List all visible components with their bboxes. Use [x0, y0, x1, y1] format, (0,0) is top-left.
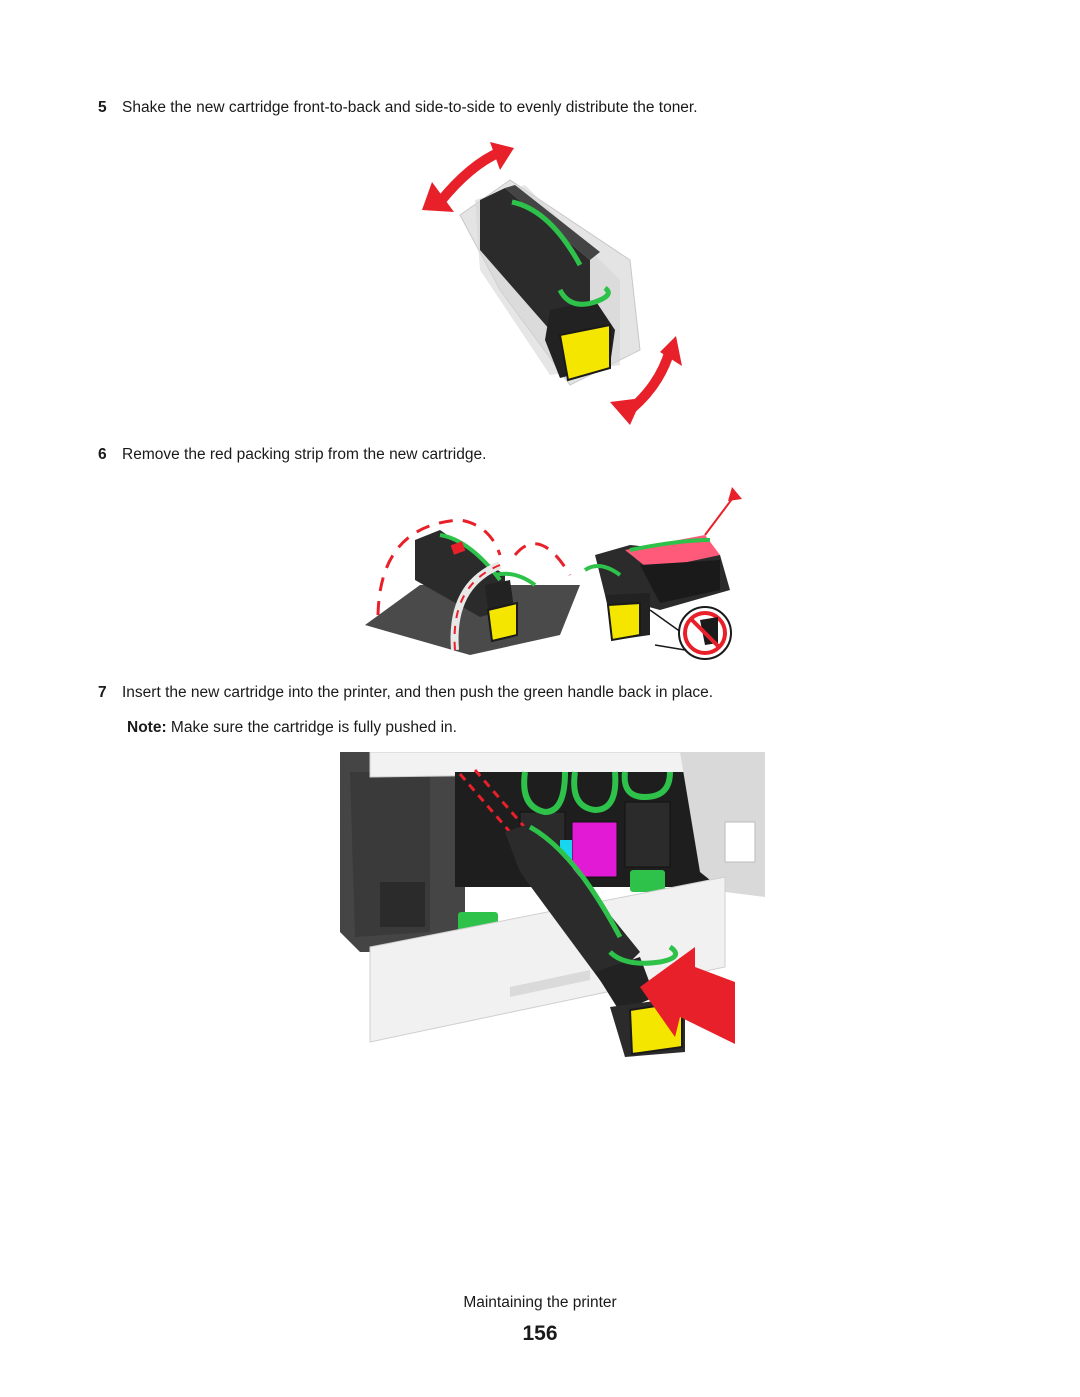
do-not-touch-icon: [678, 606, 732, 660]
step-number: 5: [98, 99, 107, 116]
step-5: 5 Shake the new cartridge front-to-back a…: [98, 98, 698, 118]
push-arrow: [640, 947, 735, 1044]
note-text: Make sure the cartridge is fully pushed …: [166, 719, 457, 736]
insert-cartridge-illustration: [340, 752, 765, 1057]
shake-arrow-top: [422, 142, 514, 212]
footer-section-text: Maintaining the printer: [463, 1294, 617, 1311]
note-label: Note:: [127, 719, 167, 736]
step-6: 6 Remove the red packing strip from the n…: [98, 445, 486, 465]
step-text: Shake the new cartridge front-to-back an…: [122, 99, 698, 116]
step-7: 7 Insert the new cartridge into the print…: [98, 683, 713, 703]
page-number: 156: [522, 1322, 558, 1345]
step-text: Insert the new cartridge into the printe…: [122, 684, 714, 701]
new-cartridge: [505, 822, 685, 1057]
footer-section-title: Maintaining the printer: [0, 1294, 1080, 1312]
step-number: 7: [98, 684, 107, 701]
note: Note: Make sure the cartridge is fully p…: [127, 718, 457, 738]
shake-cartridge-illustration: [422, 142, 682, 425]
step-text: Remove the red packing strip from the ne…: [122, 446, 487, 463]
shake-arrow-bottom: [610, 336, 682, 425]
remove-packing-strip-illustration: [365, 487, 742, 660]
step-number: 6: [98, 446, 107, 463]
